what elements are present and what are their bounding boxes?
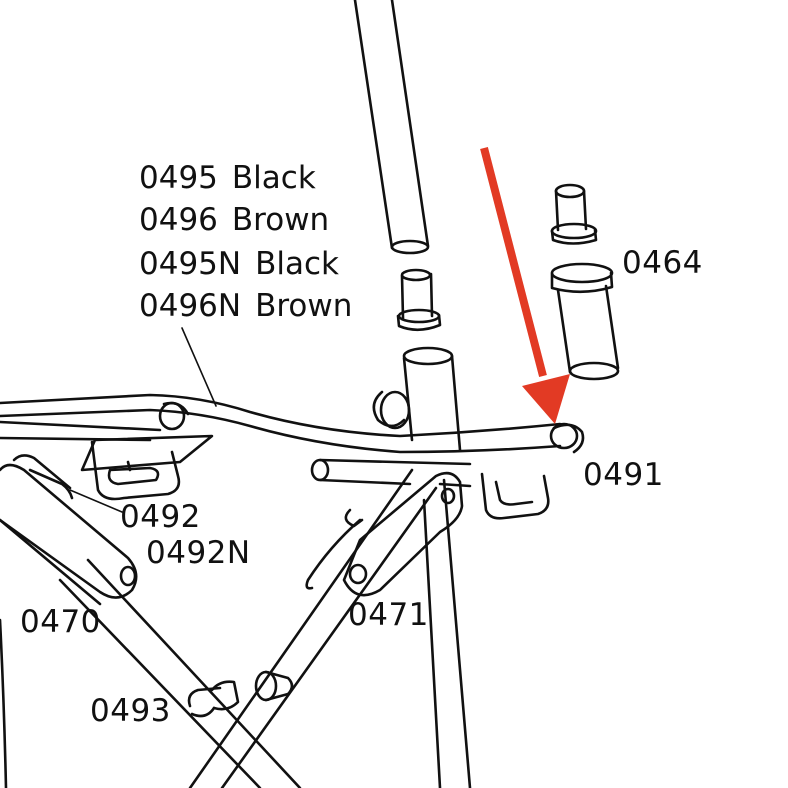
cross-tube <box>310 458 472 488</box>
upright-tube <box>353 0 430 255</box>
legend-code: 0495 <box>139 160 218 196</box>
part-label-0471: 0471 <box>348 597 429 633</box>
legend-code: 0496 <box>139 202 218 238</box>
legend-item: 0495N Black <box>139 249 339 280</box>
legend-item: 0496N Brown <box>139 291 352 322</box>
part-label-0492: 0492 <box>120 499 201 535</box>
armrest-rail <box>0 393 585 472</box>
rail-clip-right <box>480 472 550 520</box>
tube-plug <box>396 268 442 332</box>
legend-item: 0496 Brown <box>139 205 329 236</box>
legend-color: Black <box>231 160 316 196</box>
hinge-pins <box>187 670 294 718</box>
part-label-0491: 0491 <box>583 457 664 493</box>
legend-color: Black <box>255 246 339 282</box>
bracket-0470 <box>0 454 138 606</box>
red-arrow-icon <box>480 146 570 424</box>
bushing-small <box>550 183 598 245</box>
legend-color: Brown <box>231 202 330 238</box>
legend-item: 0495 Black <box>139 163 316 194</box>
part-label-0493: 0493 <box>90 693 171 729</box>
part-label-0470: 0470 <box>20 604 101 640</box>
bushing-large <box>550 262 620 381</box>
legend-code: 0495N <box>139 246 242 282</box>
part-label-0492n: 0492N <box>146 535 251 571</box>
bracket-0471 <box>305 471 464 597</box>
leader-lines <box>69 327 217 513</box>
legend-code: 0496N <box>139 288 242 324</box>
center-post <box>372 346 472 788</box>
legend-color: Brown <box>255 288 353 324</box>
cross-legs <box>0 468 438 788</box>
part-label-0464: 0464 <box>622 245 703 281</box>
rail-clip-left <box>90 440 181 501</box>
